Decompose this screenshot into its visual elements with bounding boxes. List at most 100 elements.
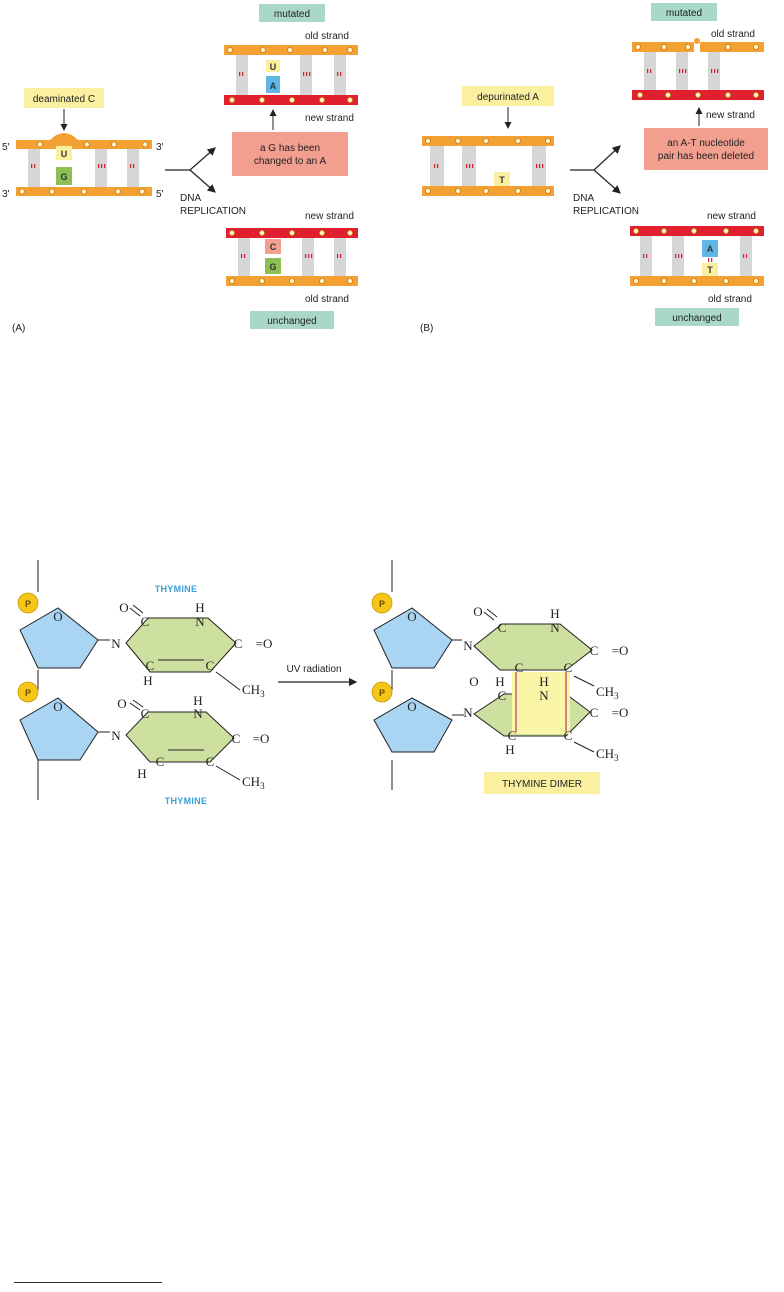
- atom-n: N: [463, 638, 473, 653]
- atom-c: C: [498, 688, 507, 703]
- atom-c: C: [141, 706, 150, 721]
- atom-c: C: [156, 754, 165, 769]
- dimer-square: [512, 672, 570, 734]
- atom-n: N: [111, 636, 121, 651]
- panel-b-letter: (B): [420, 323, 433, 334]
- atom-c: C: [141, 614, 150, 629]
- sugar-o: O: [53, 699, 62, 714]
- new-strand-label: new strand: [305, 113, 354, 124]
- base-a-label: A: [707, 244, 714, 254]
- phosphate-label: P: [379, 599, 385, 609]
- thymine-panel: P O N C O N H C =O C C H CH3 THYMINE P: [17, 560, 629, 806]
- atom-ch3: CH3: [596, 746, 619, 763]
- atom-o: O: [469, 674, 478, 689]
- uv-label: UV radiation: [286, 664, 341, 675]
- phosphate-icon: [371, 681, 393, 703]
- phosphate-label: P: [25, 688, 31, 698]
- atom-h: H: [193, 693, 202, 708]
- atom-double-o: =O: [612, 705, 629, 720]
- atom-o: O: [473, 604, 482, 619]
- new-strand-label: new strand: [707, 211, 756, 222]
- atom-h: H: [137, 766, 146, 781]
- atom-o: O: [117, 696, 126, 711]
- deaminated-label: deaminated C: [33, 94, 95, 105]
- atom-c: C: [498, 620, 507, 635]
- atom-n: N: [550, 620, 560, 635]
- phosphate-label: P: [25, 599, 31, 609]
- base-t-label: T: [499, 175, 505, 185]
- base-u-label: U: [270, 62, 277, 72]
- new-strand-label: new strand: [305, 211, 354, 222]
- note-box: [644, 128, 768, 170]
- new-strand: [630, 226, 764, 236]
- top-5prime: 5': [2, 142, 10, 153]
- atom-double-o: =O: [256, 636, 273, 651]
- old-strand: [700, 42, 764, 52]
- atom-h: H: [550, 606, 559, 621]
- atom-double-o: =O: [612, 643, 629, 658]
- atom-o: O: [119, 600, 128, 615]
- base-a: [266, 76, 280, 93]
- panel-b: depurinated A T DNA REPLICATION mutated …: [420, 3, 768, 334]
- base-g: [265, 258, 281, 274]
- footnote-rule: [14, 1282, 162, 1283]
- dna-label: DNA: [573, 193, 594, 204]
- atom-h: H: [143, 673, 152, 688]
- atom-c: C: [564, 660, 573, 675]
- atom-ch3: CH3: [596, 684, 619, 701]
- base-c-label: C: [270, 242, 277, 252]
- phosphate-label: P: [379, 688, 385, 698]
- panel-a: deaminated C 5' 3' 3' 5' U G: [2, 4, 358, 334]
- atom-c: C: [146, 658, 155, 673]
- atom-c: C: [515, 660, 524, 675]
- sugar-o: O: [407, 699, 416, 714]
- base-t: [494, 172, 510, 186]
- atom-n: N: [463, 705, 473, 720]
- phosphate-icon: [17, 681, 39, 703]
- phosphate-icon: [371, 592, 393, 614]
- old-strand-label: old strand: [305, 31, 349, 42]
- atom-h: H: [505, 742, 514, 757]
- atom-c: C: [206, 754, 215, 769]
- base-g-label: G: [269, 262, 276, 272]
- unchanged-label: unchanged: [672, 313, 722, 324]
- base-t: [702, 263, 718, 276]
- original-duplex: 5' 3' 3' 5' U G: [2, 133, 164, 200]
- thymine-bottom-label: THYMINE: [165, 796, 208, 806]
- base-u: [56, 146, 72, 160]
- atom-c: C: [508, 728, 517, 743]
- fork-arrow-up: [570, 145, 621, 171]
- depurinated-label-box: [462, 86, 554, 106]
- atom-h: H: [539, 674, 548, 689]
- mutated-box: [651, 3, 717, 21]
- atom-ch3: CH3: [242, 682, 265, 699]
- replication-label: REPLICATION: [180, 206, 246, 217]
- top-3prime: 3': [156, 142, 164, 153]
- old-strand-label: old strand: [708, 294, 752, 305]
- old-strand-top: [16, 140, 152, 149]
- atom-double-o: =O: [253, 731, 270, 746]
- bottom-5prime: 5': [156, 189, 164, 200]
- atom-c: C: [206, 658, 215, 673]
- sugar-bottom: [19, 697, 99, 761]
- atom-c: C: [590, 705, 599, 720]
- atom-n: N: [195, 614, 205, 629]
- panel-a-letter: (A): [12, 323, 25, 334]
- sugar-o: O: [53, 609, 62, 624]
- fork-arrow-up: [165, 147, 216, 171]
- deaminated-label-box: [24, 88, 104, 108]
- old-strand-label: old strand: [711, 29, 755, 40]
- ring-bottom: [125, 711, 235, 763]
- atom-ch3: CH3: [242, 774, 265, 791]
- left-backbone: P O N C O N H C =O C C H CH3 THYMINE P: [17, 560, 273, 806]
- sugar-o: O: [407, 609, 416, 624]
- dimer-label: THYMINE DIMER: [502, 779, 582, 790]
- right-dimer: P O P O N N C O N H C =O C: [371, 560, 629, 794]
- dna-label: DNA: [180, 193, 201, 204]
- atom-c: C: [232, 731, 241, 746]
- old-strand: [630, 276, 764, 286]
- bottom-3prime: 3': [2, 189, 10, 200]
- sugar-top: [373, 607, 453, 669]
- atom-n: N: [539, 688, 549, 703]
- note-line2: pair has been deleted: [658, 151, 754, 162]
